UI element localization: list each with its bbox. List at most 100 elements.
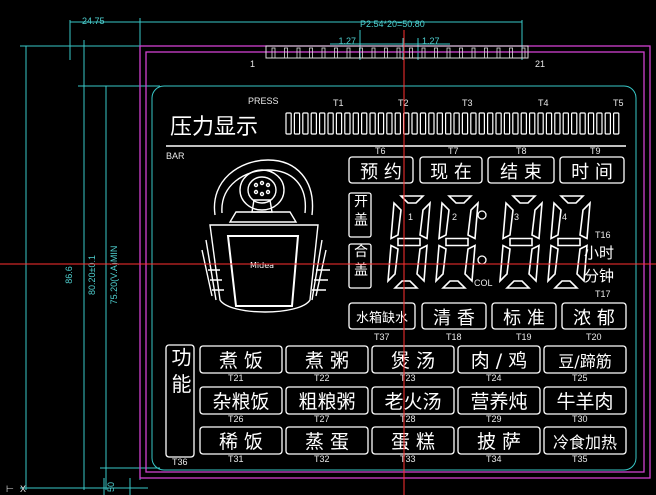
digit-segment [511,195,537,204]
digit-segment [502,201,514,240]
label-t9: T9 [590,146,601,156]
seg-time [559,156,625,184]
t16-label: T16 [595,230,611,240]
function-cell-label: T34 [486,454,502,464]
digit-number-3: 3 [514,212,519,222]
pin [334,47,338,59]
digit-segment [438,201,450,240]
function-cell-text: 豆/蹄筋 [558,352,611,371]
pressure-segment [285,112,292,135]
function-cell-text: 蒸 蛋 [305,431,349,453]
pressure-segment [562,112,570,135]
tick-t2: T2 [398,98,409,108]
pressure-segment [436,112,444,135]
pin-last-label: 21 [535,59,545,69]
seg-now-text: 现 在 [430,162,472,183]
digit-segment [397,237,421,247]
function-cell-label: T24 [486,373,502,383]
digit-2 [435,195,479,289]
dim-left-inner: 75.20(V.A)MIN [109,246,119,305]
pressure-segments [285,112,620,135]
function-cell-text: 冷食加热 [553,433,617,452]
pressure-segment [495,112,502,135]
pin [271,47,276,59]
pressure-segment [587,112,595,135]
function-cell-label: T22 [314,373,330,383]
function-cell-label: T25 [572,373,588,383]
dim-top-left: 24.75 [82,16,105,26]
label-t36: T36 [172,457,188,467]
pressure-segment [604,112,612,135]
function-cell [543,426,627,455]
lid-open-text: 开 盖 [352,194,368,226]
digit-numbers: 1 2 3 4 [408,212,567,222]
pin [384,47,388,59]
seg-time-text: 时 间 [571,162,613,183]
function-cell-label: T28 [400,414,416,424]
pressure-segment [487,112,494,135]
function-cell-label: T35 [572,454,588,464]
seg-now [419,156,483,184]
pressure-segment [461,112,469,135]
label-t8: T8 [516,146,527,156]
digit-segment [447,195,473,204]
digit-segment [467,200,479,240]
function-cell-text: 老火汤 [384,391,441,413]
pressure-segment [478,112,486,135]
function-cell-label: T27 [314,414,330,424]
pressure-segment [570,112,578,135]
status-row: 水箱缺水 清 香 标 准 浓 郁 T37 T18 T19 T20 [348,302,627,342]
pressure-segment [327,112,334,135]
pin [359,47,363,59]
label-t19: T19 [516,332,532,342]
pin [509,47,513,59]
function-cell-text: 煮 饭 [219,350,263,372]
lid-close-text: 合 盖 [352,244,368,276]
seg-reserve [348,156,414,184]
pin [521,47,526,59]
function-cell [371,426,455,455]
digit-segment [419,200,431,240]
axis-marker-x: X [20,484,26,494]
seg-reserve-text: 预 约 [360,162,402,183]
digit-segment [445,237,469,247]
bar-label: BAR [166,151,185,161]
function-cell [371,386,455,415]
function-cell-text: 披 萨 [477,431,521,453]
pressure-segment [361,112,368,135]
pin [484,47,488,59]
digit-segment [399,195,425,204]
hour-unit: 小时 [584,244,614,262]
pressure-segment [293,112,301,135]
pressure-segment [453,112,460,135]
pressure-segment [394,112,402,135]
function-cell [285,426,369,455]
digit-1 [387,195,431,289]
function-cell [457,345,541,374]
dim-pitch-left: 1.27 [338,36,356,46]
digit-segment [435,244,447,284]
function-cell-text: 煲 汤 [391,350,435,372]
t17-label: T17 [595,289,611,299]
function-cell [457,426,541,455]
pin [284,47,288,59]
pressure-segment [319,112,326,135]
top-row: 预 约 现 在 结 束 时 间 [348,156,625,184]
pressure-segment [596,112,603,135]
pressure-segment [310,112,318,135]
digit-segment [464,244,476,283]
status-standard: 标 准 [503,308,545,329]
pin [446,47,451,59]
pressure-segment [335,112,343,135]
rice-cooker-icon [201,159,330,313]
pressure-segment [528,112,536,135]
function-cell-label: T29 [486,414,502,424]
function-cell-label: T31 [228,454,244,464]
digit-segment [505,280,531,289]
function-cell [199,345,283,374]
digit-segment [557,237,581,247]
dim-left-outer: 86.6 [64,266,74,284]
pin [471,47,476,59]
digit-segment [576,244,588,283]
